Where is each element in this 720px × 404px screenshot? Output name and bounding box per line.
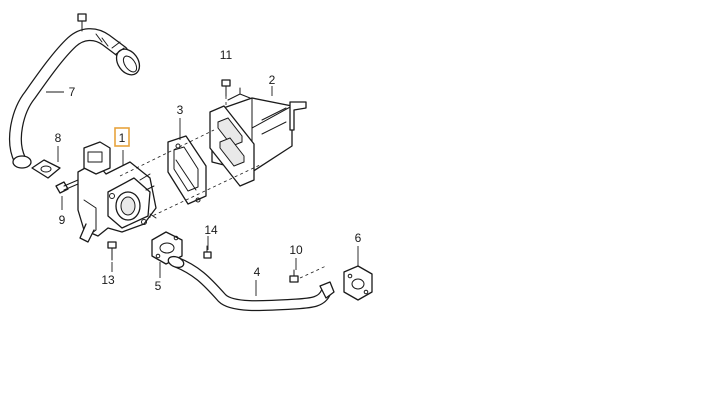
- hose-bolt: [77, 13, 87, 32]
- part-2-egr-cooler: [209, 87, 307, 187]
- callout-14: 14: [204, 223, 218, 237]
- callout-5: 5: [155, 279, 162, 293]
- part-7-hose: [8, 28, 141, 169]
- part-13-bolt: [107, 241, 117, 261]
- part-14-bolt: [203, 245, 212, 259]
- part-3-gasket: [167, 135, 207, 205]
- callout-1-highlight-box: [114, 127, 130, 147]
- callout-1: 1: [119, 131, 126, 145]
- part-10-bolt: [289, 269, 299, 283]
- guide-10: [299, 265, 327, 279]
- callout-6: 6: [355, 231, 362, 245]
- part-8-gasket: [31, 159, 61, 179]
- part-4-pipe: [167, 255, 335, 312]
- callout-11: 11: [220, 48, 233, 62]
- part-6-flange-gasket: [343, 265, 373, 301]
- callout-9: 9: [59, 213, 66, 227]
- part-11-bolt: [221, 79, 231, 97]
- callout-3: 3: [177, 103, 184, 117]
- callout-10: 10: [289, 243, 303, 257]
- callout-4: 4: [254, 265, 261, 279]
- callout-13: 13: [101, 273, 115, 287]
- part-9-bolt: [55, 179, 79, 194]
- callout-8: 8: [55, 131, 62, 145]
- part-1-egr-valve: [77, 141, 157, 243]
- callout-2: 2: [269, 73, 276, 87]
- callout-7: 7: [69, 85, 76, 99]
